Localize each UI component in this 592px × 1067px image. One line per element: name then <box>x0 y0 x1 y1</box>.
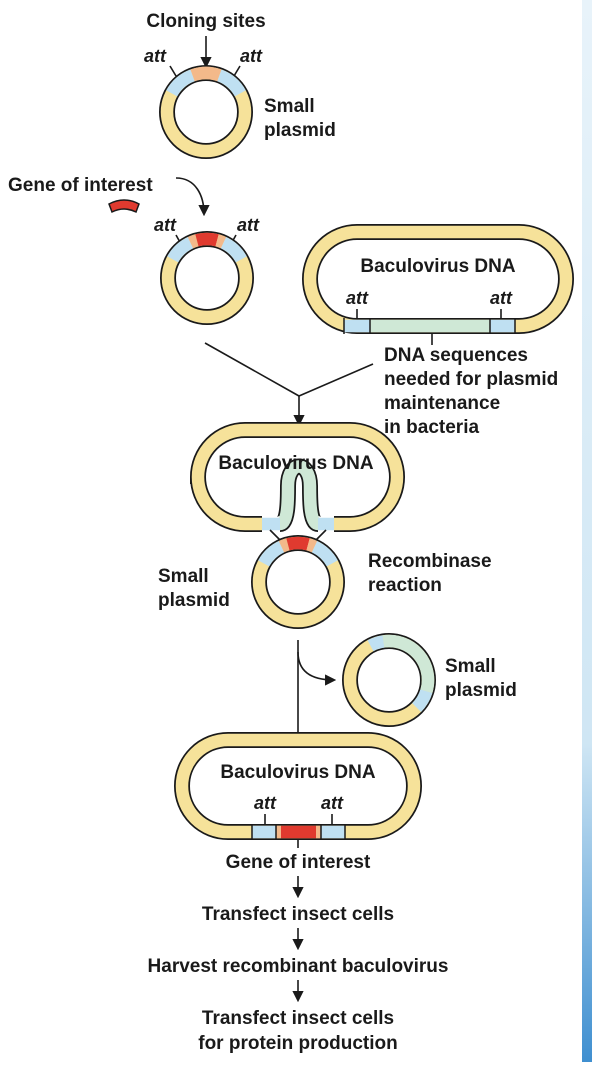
att-label-top-left: att <box>144 46 167 66</box>
dna-sequences-label-3: maintenance <box>384 393 500 414</box>
plasmid-label-3: plasmid <box>445 680 517 701</box>
small-plasmid-1 <box>159 65 253 159</box>
baculovirus-dna-label-1: Baculovirus DNA <box>360 256 515 277</box>
small-label-3: Small <box>445 656 496 677</box>
att-pointer-left <box>169 65 177 77</box>
merge-line-left <box>204 342 300 397</box>
plasmid-label-1: plasmid <box>264 120 336 141</box>
att-label-final-right: att <box>321 793 344 813</box>
excision-arrow-side <box>297 651 337 686</box>
att-label-top-right: att <box>240 46 263 66</box>
baculovirus-dna-label-2: Baculovirus DNA <box>218 453 373 474</box>
dna-sequences-label-1: DNA sequences <box>384 345 528 366</box>
dna-sequences-label-4: in bacteria <box>384 417 479 438</box>
recombinase-label-2: reaction <box>368 575 442 596</box>
cloning-diagram: Cloning sites att att Small plasmid Gene… <box>8 11 574 1054</box>
step-transfect-1: Transfect insect cells <box>202 904 394 925</box>
small-label-2: Small <box>158 566 209 587</box>
baculovirus-dna-label-3: Baculovirus DNA <box>220 762 375 783</box>
small-label-1: Small <box>264 96 315 117</box>
baculovirus-dna-recombining <box>190 422 406 532</box>
insertion-arrow <box>175 177 210 217</box>
baculovirus-dna-1 <box>302 224 574 334</box>
att-label-mid-left: att <box>154 215 177 235</box>
step-transfect-2-line2: for protein production <box>198 1033 397 1054</box>
step-harvest: Harvest recombinant baculovirus <box>148 956 449 977</box>
gene-fragment <box>108 199 140 214</box>
dna-sequences-label-2: needed for plasmid <box>384 369 558 390</box>
small-plasmid-excised <box>342 633 436 727</box>
att-pointer-right <box>233 65 241 77</box>
cloning-sites-label: Cloning sites <box>146 11 265 32</box>
baculovirus-dna-recombinant <box>174 732 422 840</box>
att-label-final-left: att <box>254 793 277 813</box>
att-label-bac-right: att <box>490 288 513 308</box>
att-label-bac-left: att <box>346 288 369 308</box>
plasmid-label-2: plasmid <box>158 590 230 611</box>
small-plasmid-with-gene <box>160 231 254 325</box>
step-transfect-2-line1: Transfect insect cells <box>202 1008 394 1029</box>
page-edge-accent <box>582 0 592 1062</box>
att-label-mid-right: att <box>237 215 260 235</box>
merge-line-right <box>298 363 374 397</box>
gene-of-interest-label-top: Gene of interest <box>8 175 153 196</box>
step-gene-of-interest: Gene of interest <box>226 852 371 873</box>
small-plasmid-recombining <box>251 535 345 629</box>
recombinase-label-1: Recombinase <box>368 551 492 572</box>
